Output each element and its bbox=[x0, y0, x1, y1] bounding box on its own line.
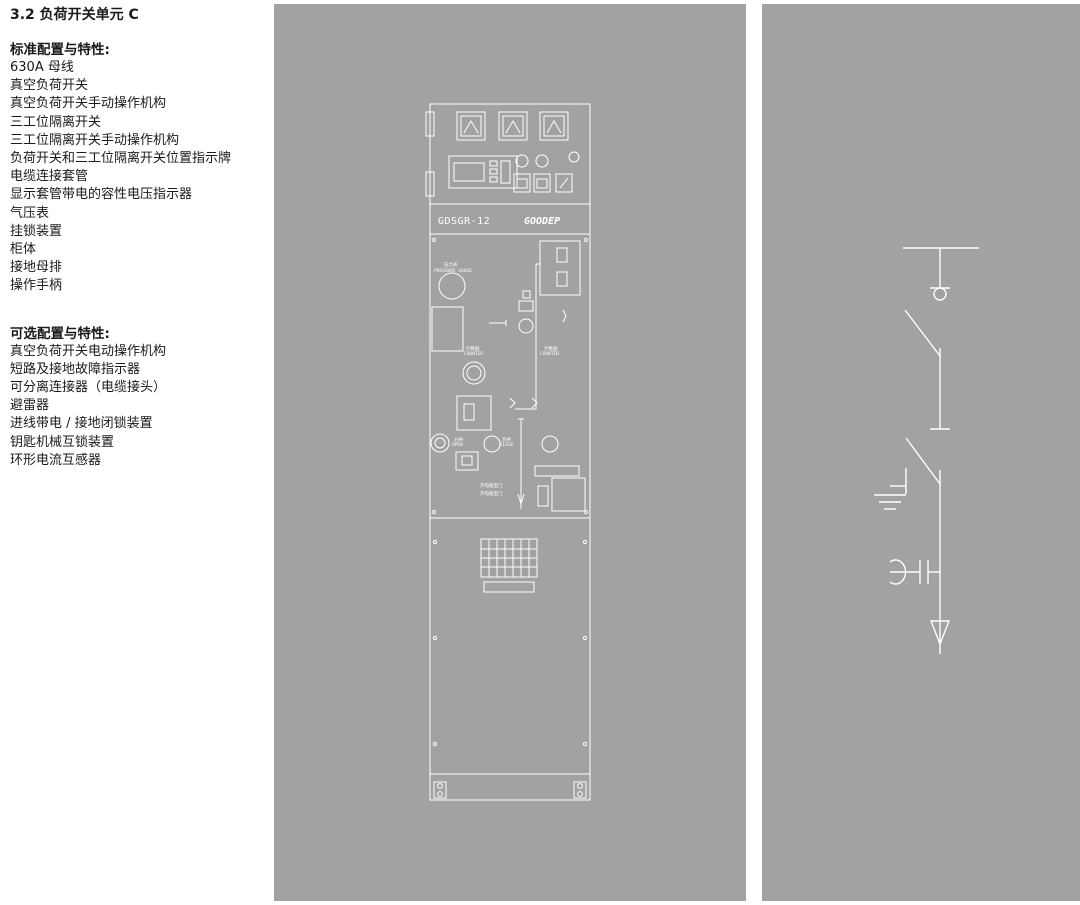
pressure-gauge-icon bbox=[438, 272, 466, 300]
indicator-lamp-icon bbox=[535, 154, 549, 168]
mechanism-compartment bbox=[429, 233, 591, 519]
standard-config-list: 630A 母线 真空负荷开关 真空负荷开关手动操作机构 三工位隔离开关 三工位隔… bbox=[10, 59, 268, 296]
ammeter-icon bbox=[498, 111, 528, 141]
indicator-lamp-icon bbox=[568, 151, 580, 163]
cable-compartment bbox=[429, 517, 591, 775]
counter2-label-en: COUNTER bbox=[540, 351, 559, 357]
list-item: 显示套管带电的容性电压指示器 bbox=[10, 187, 193, 203]
close-label: 合闸 bbox=[502, 436, 511, 443]
brand-label: GOODEP bbox=[524, 216, 560, 227]
list-item: 三工位隔离开关 bbox=[10, 114, 102, 130]
counter-label: 计数器 bbox=[466, 345, 480, 352]
cabinet-drawing-panel: GDSGR-12 GOODEP bbox=[274, 4, 746, 901]
instrument-compartment bbox=[429, 103, 591, 205]
standard-config-heading: 标准配置与特性: bbox=[10, 42, 110, 58]
door-label-2: 开电缆室门 bbox=[480, 490, 503, 497]
list-item: 630A 母线 bbox=[10, 60, 74, 75]
cabinet-outline bbox=[429, 103, 591, 801]
door-label-1: 开电缆室门 bbox=[480, 482, 503, 489]
list-item: 真空负荷开关手动操作机构 bbox=[10, 96, 167, 112]
spec-text-column: 3.2 负荷开关单元 C 标准配置与特性: 630A 母线 真空负荷开关 真空负… bbox=[10, 5, 268, 470]
warning-sign-box bbox=[551, 477, 586, 512]
open-label: 分闸 bbox=[454, 436, 463, 443]
optional-config-heading: 可选配置与特性: bbox=[10, 325, 110, 342]
list-item: 进线带电 / 接地闭锁装置 bbox=[10, 416, 153, 432]
list-item: 接地母排 bbox=[10, 260, 63, 276]
list-item: 避雷器 bbox=[10, 398, 50, 414]
single-line-diagram-panel bbox=[762, 4, 1080, 901]
counter-box bbox=[431, 306, 464, 352]
list-item: 三工位隔离开关手动操作机构 bbox=[10, 132, 180, 148]
pressure-gauge-label: 压力表 bbox=[444, 261, 458, 268]
stop-button-icon bbox=[462, 361, 486, 385]
cabinet-front-view: GDSGR-12 GOODEP bbox=[425, 103, 591, 801]
list-item: 可分离连接器（电缆接头） bbox=[10, 380, 167, 396]
controller-display bbox=[448, 155, 518, 189]
list-item: 挂锁装置 bbox=[10, 223, 63, 239]
close-button-icon bbox=[541, 435, 559, 453]
pressure-gauge-label-en: PRESSURE GAUGE bbox=[434, 268, 472, 274]
counter-label-en: COUNTER bbox=[464, 351, 483, 357]
list-item: 柜体 bbox=[10, 242, 37, 258]
mimic-diagram-box bbox=[456, 395, 492, 431]
list-item: 操作手柄 bbox=[10, 278, 63, 294]
list-item: 气压表 bbox=[10, 205, 50, 221]
open-button-icon bbox=[430, 433, 450, 453]
list-item: 负荷开关和三工位隔离开关位置指示牌 bbox=[10, 151, 232, 167]
counter2-label: 计数器 bbox=[544, 345, 558, 352]
model-label: GDSGR-12 bbox=[438, 216, 490, 227]
bushing-icon bbox=[933, 287, 947, 301]
close-button-icon bbox=[483, 435, 501, 453]
earthing-switch-icon bbox=[905, 437, 941, 485]
load-switch-icon bbox=[904, 309, 941, 357]
single-line-diagram bbox=[874, 247, 979, 654]
section-title: 3.2 负荷开关单元 C bbox=[10, 7, 139, 23]
indicator-lamp-icon bbox=[515, 154, 529, 168]
cable-terminal-icon bbox=[929, 620, 951, 646]
list-item: 钥匙机械互锁装置 bbox=[10, 434, 115, 450]
open-label-en: OPEN bbox=[452, 442, 463, 448]
list-item: 真空负荷开关 bbox=[10, 78, 89, 94]
list-item: 短路及接地故障指示器 bbox=[10, 361, 141, 377]
list-item: 真空负荷开关电动操作机构 bbox=[10, 343, 167, 359]
optional-config-list: 真空负荷开关电动操作机构 短路及接地故障指示器 可分离连接器（电缆接头） 避雷器… bbox=[10, 343, 268, 470]
ammeter-icon bbox=[539, 111, 569, 141]
cabinet-base bbox=[429, 773, 591, 801]
list-item: 电缆连接套管 bbox=[10, 169, 89, 185]
ammeter-icon bbox=[456, 111, 486, 141]
close-label-en: CLOSE bbox=[500, 442, 514, 448]
list-item: 环形电流互感器 bbox=[10, 452, 102, 468]
